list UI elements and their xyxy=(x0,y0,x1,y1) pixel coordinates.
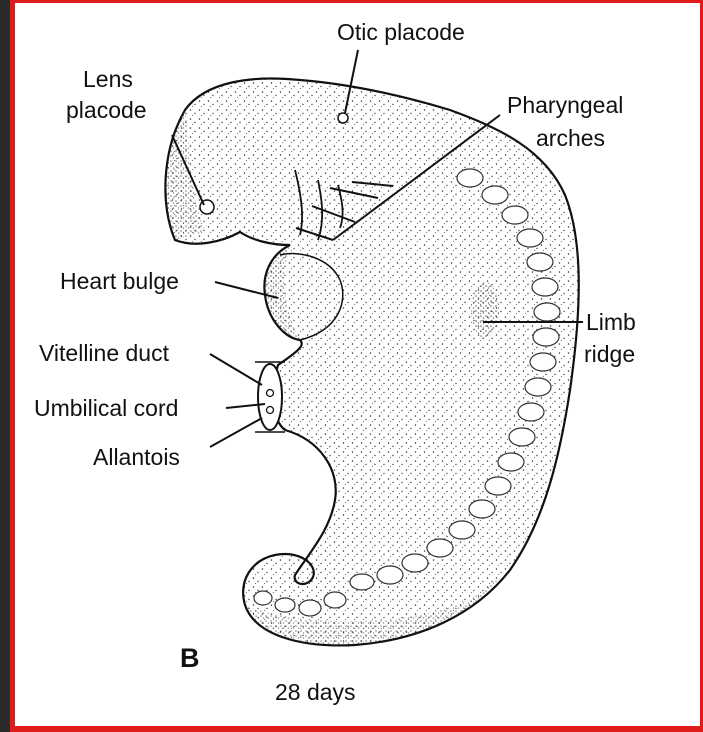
embryo-body xyxy=(165,79,578,646)
label-allantois: Allantois xyxy=(93,444,180,470)
panel-letter: B xyxy=(180,643,200,673)
label-vitelline-duct: Vitelline duct xyxy=(39,340,170,366)
label-lens-line2: placode xyxy=(66,97,147,123)
label-limb-line2: ridge xyxy=(584,341,635,367)
otic-placode-mark xyxy=(338,113,348,123)
limb-ridge-mark xyxy=(471,282,499,338)
label-limb-line1: Limb xyxy=(586,309,636,335)
label-heart-bulge: Heart bulge xyxy=(60,268,179,294)
label-umbilical-cord: Umbilical cord xyxy=(34,395,178,421)
label-otic-placode: Otic placode xyxy=(337,19,465,45)
label-pharyngeal-line1: Pharyngeal xyxy=(507,92,623,118)
figure-caption: 28 days xyxy=(275,679,356,705)
label-lens-line1: Lens xyxy=(83,66,133,92)
label-pharyngeal-line2: arches xyxy=(536,125,605,151)
